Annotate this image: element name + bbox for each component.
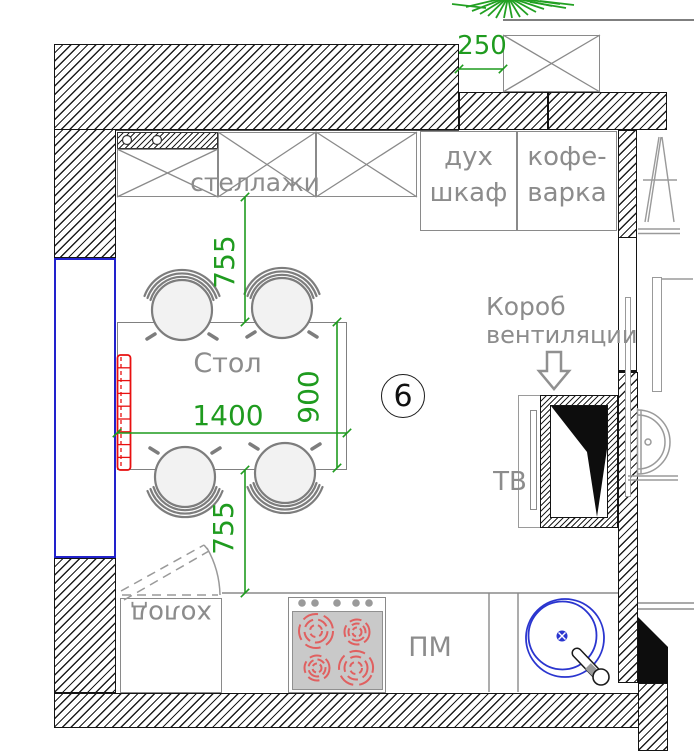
plant-icon xyxy=(451,0,575,19)
burner-large-br xyxy=(338,650,374,686)
room-number-badge: 6 xyxy=(381,374,425,418)
shelf-strip-holes xyxy=(121,134,163,146)
coffee-maker-label-line2: варка xyxy=(527,178,607,208)
dishwasher-label: ПМ xyxy=(408,632,452,663)
wall-left-upper xyxy=(54,130,116,258)
burner-small-tr xyxy=(343,618,371,646)
oven-label-line2: шкаф xyxy=(429,178,508,208)
chair-top-left xyxy=(143,268,221,342)
wall-left-lower xyxy=(54,558,116,693)
wall-column-right-lower xyxy=(618,372,638,683)
table-label: Стол xyxy=(193,348,262,379)
fridge-door-swing xyxy=(120,544,221,601)
shelving-label: стеллажи xyxy=(190,168,320,197)
burner-large-tl xyxy=(298,613,334,649)
coffee-maker-label-line1: кофе- xyxy=(527,142,607,172)
neighbour-basin xyxy=(628,408,678,481)
dining-chairs xyxy=(143,266,324,519)
coffee-maker-cabinet xyxy=(517,131,617,231)
burner-small-bl xyxy=(303,654,331,682)
door-leaf-right-room xyxy=(652,277,662,392)
wall-top-right xyxy=(459,92,667,130)
counter-lines xyxy=(222,592,618,692)
dim-250: 250 xyxy=(457,31,507,61)
chair-bottom-right xyxy=(246,441,324,515)
oven-label-line1: дух xyxy=(444,142,493,172)
wall-pier-right-upper xyxy=(618,130,637,238)
dimension-lines xyxy=(112,64,508,598)
riser-pipe xyxy=(625,297,631,497)
vent-duct-label-line1: Короб xyxy=(486,292,566,321)
tv-panel xyxy=(530,410,537,510)
wall-bottom xyxy=(54,693,644,728)
sink-faucet xyxy=(571,647,610,686)
wall-corner-bottom-right xyxy=(638,683,668,751)
dim-755-top: 755 xyxy=(208,235,241,289)
shaft-fill xyxy=(638,617,668,683)
vent-duct-fill xyxy=(551,406,607,517)
fridge xyxy=(120,598,222,693)
window xyxy=(54,258,116,558)
room-number: 6 xyxy=(393,378,413,414)
tv-label: ТВ xyxy=(493,467,527,497)
shelf-vent-strip xyxy=(117,132,218,149)
stove-burners xyxy=(298,613,374,686)
dining-table xyxy=(117,322,347,470)
oven-cabinet xyxy=(420,131,517,231)
dim-1400: 1400 xyxy=(192,399,264,432)
dim-900: 900 xyxy=(292,370,325,424)
vent-arrow-icon xyxy=(536,350,572,391)
neighbour-ladder xyxy=(638,136,693,280)
chair-bottom-left xyxy=(146,445,224,519)
cabinet-cross-lines xyxy=(116,34,601,198)
dim-755-bottom: 755 xyxy=(207,501,240,555)
kitchen-sink xyxy=(525,598,610,686)
chair-top-right xyxy=(243,266,321,340)
wall-top-left xyxy=(54,44,459,130)
fridge-label: холод xyxy=(130,598,212,629)
stove-knobs xyxy=(298,599,373,607)
vent-duct-label-line2: вентиляции xyxy=(486,321,638,349)
radiator xyxy=(116,354,132,471)
neighbour-counter-lines xyxy=(638,602,694,610)
